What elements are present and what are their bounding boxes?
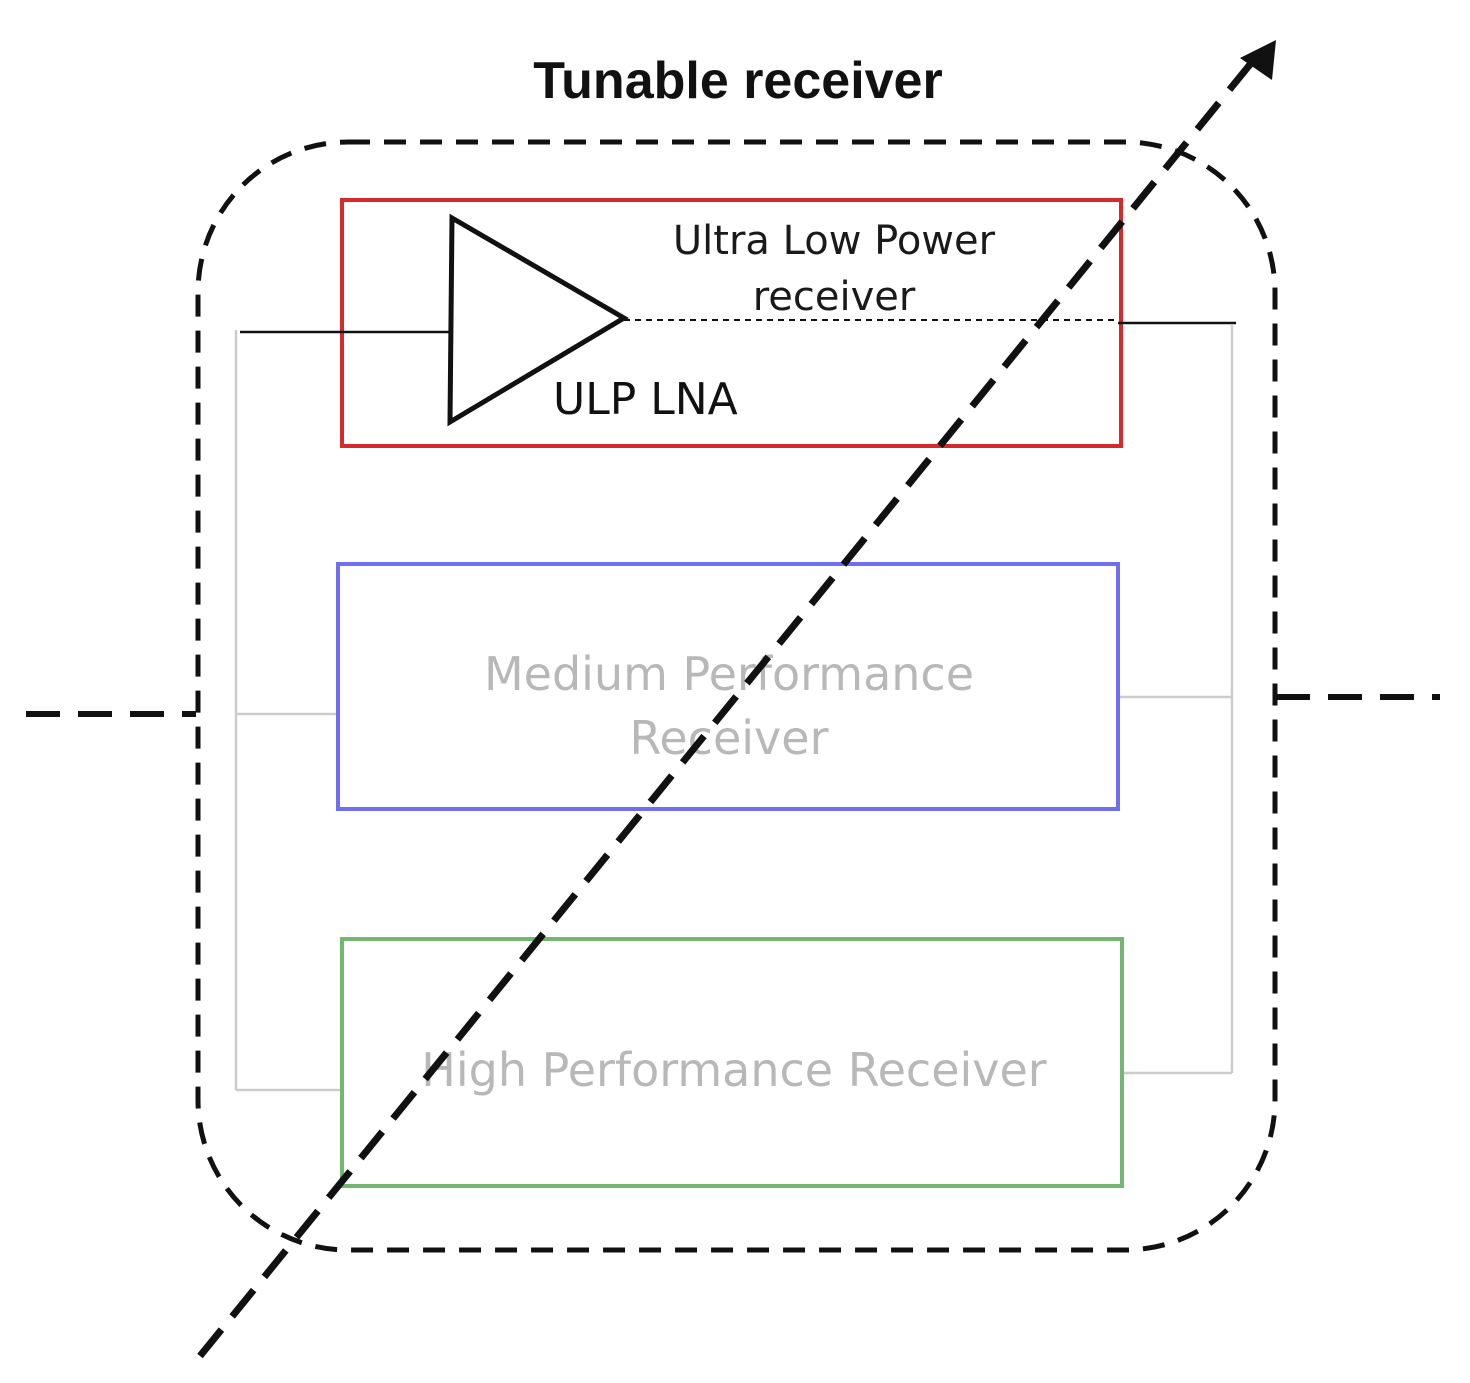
medium-receiver-block: Medium Performance Receiver — [336, 562, 1120, 811]
ulp-receiver-label-line2: receiver — [753, 274, 916, 320]
ulp-lna-label: ULP LNA — [553, 374, 738, 425]
high-receiver-border — [340, 937, 1124, 1188]
inactive-wiring — [234, 325, 1234, 1092]
ulp-receiver-label-line1: Ultra Low Power — [673, 218, 996, 264]
medium-receiver-label-line2: Receiver — [629, 711, 828, 765]
tunable-receiver-boundary — [195, 139, 1278, 1253]
medium-receiver-label-line1: Medium Performance — [484, 647, 974, 701]
high-receiver-block: High Performance Receiver — [340, 937, 1124, 1188]
ulp-receiver-block: Ultra Low Power receiver ULP LNA — [240, 198, 1236, 448]
diagonal-arrow-icon — [197, 40, 1276, 1359]
high-receiver-label: High Performance Receiver — [421, 1043, 1047, 1097]
tuning-arrowhead — [1240, 40, 1276, 80]
diagram-title: Tunable receiver — [533, 52, 942, 110]
medium-receiver-border — [336, 562, 1120, 811]
tuning-arrow-line — [197, 59, 1255, 1359]
triangle-amplifier-icon — [447, 213, 629, 427]
